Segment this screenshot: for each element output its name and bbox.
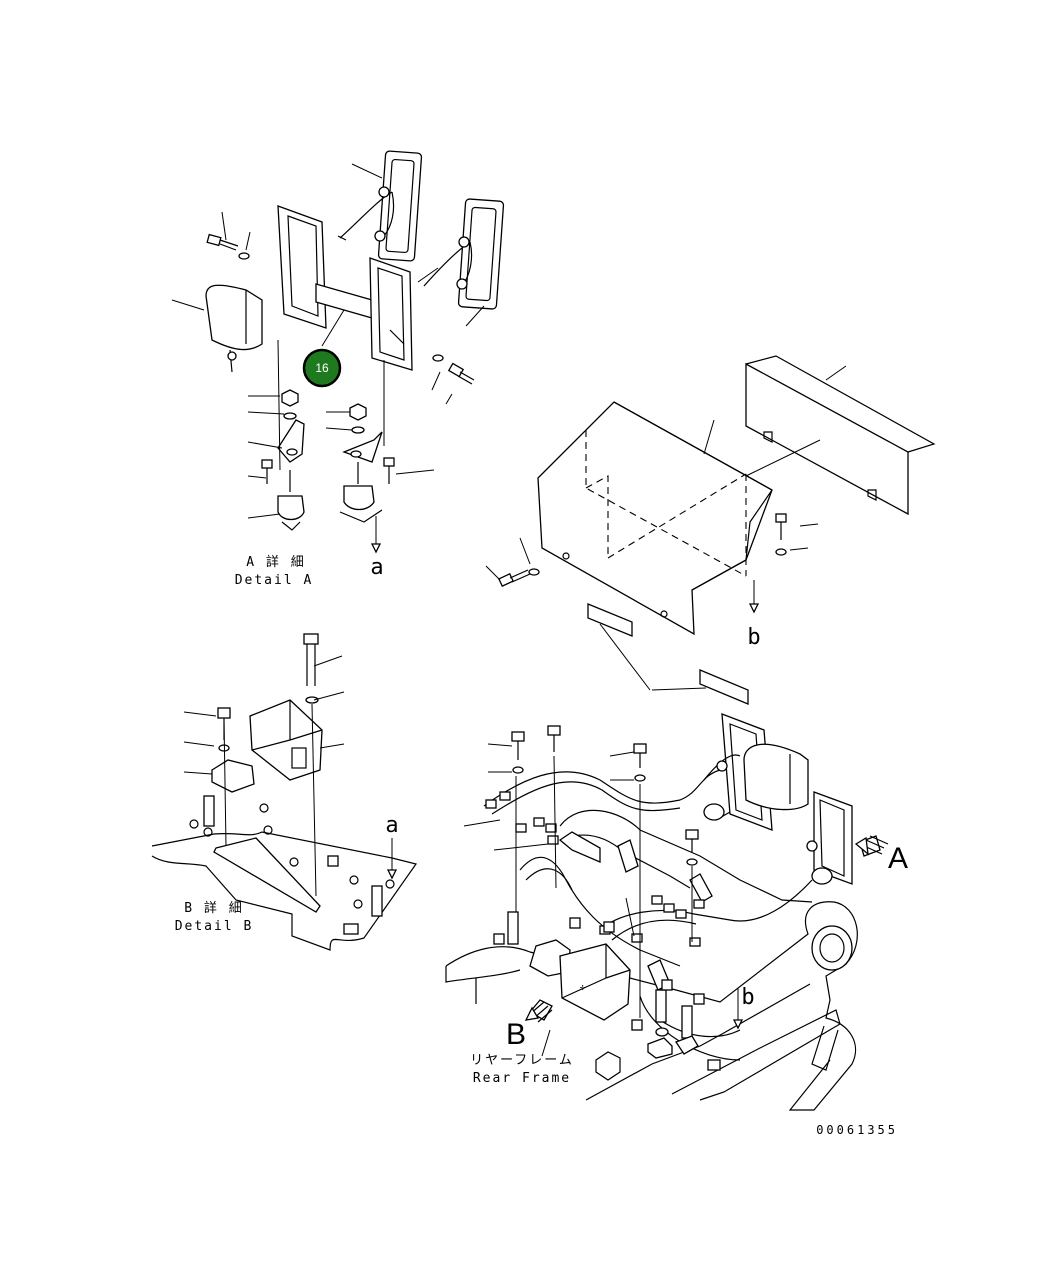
rear-frame-label-jp: リヤーフレーム <box>470 1053 574 1068</box>
mount-stack-left <box>261 389 305 531</box>
leader-lines-b <box>183 655 398 897</box>
detail-b-arrow-label: a <box>385 813 398 838</box>
callout-circle <box>302 348 342 388</box>
control-box-b <box>249 699 323 781</box>
detail-b-title-jp: B 詳 細 <box>184 900 243 916</box>
detail-a-title-en: Detail A <box>235 573 314 588</box>
detail-a-arrow-label: a <box>370 555 383 580</box>
connectors-cluster <box>485 791 705 977</box>
leader-lines-cover <box>485 365 847 691</box>
detail-b-group: a B 詳 細 Detail B <box>151 633 417 951</box>
long-bolt-b <box>303 633 319 704</box>
assembly-arrow-label: b <box>741 985 754 1010</box>
bolts-assembly <box>493 725 721 1071</box>
callout-16[interactable]: 16 <box>302 348 342 388</box>
detail-a-title-jp: A 詳 細 <box>246 554 305 570</box>
view-arrow-a <box>854 835 889 857</box>
leader-lines-a <box>171 163 485 554</box>
work-lamp <box>205 284 263 373</box>
insulation-pad <box>745 355 936 516</box>
mount-stack-right <box>339 403 395 523</box>
svg-text:✢: ✢ <box>580 983 586 993</box>
lamp-bracket-left <box>277 205 373 329</box>
lamp-assembly-mounted <box>703 713 853 885</box>
cover-group: b <box>485 355 936 705</box>
rear-frame-label-en: Rear Frame <box>473 1071 571 1086</box>
bolt-and-washer-a1 <box>206 233 250 260</box>
rear-frame-outline <box>445 901 858 1111</box>
cover-fasteners <box>498 513 787 588</box>
view-b-label: B <box>506 1018 526 1051</box>
detail-b-title-en: Detail B <box>175 919 254 934</box>
cover-strips <box>587 603 749 705</box>
rear-lamp-housing-1 <box>337 150 423 262</box>
control-box-mounted: ✢ <box>559 943 631 1021</box>
detail-a-group: 16 a A 詳 細 Detail A <box>171 150 505 588</box>
view-arrow-b <box>524 999 553 1023</box>
cover-arrow-label: b <box>747 625 760 650</box>
bolt-and-washer-a2 <box>432 354 475 385</box>
rear-frame-assembly: ✢ <box>445 713 908 1111</box>
drawing-number: 00061355 <box>816 1123 898 1137</box>
relay-b <box>211 707 255 793</box>
view-a-label: A <box>888 842 908 875</box>
rear-lamp-housing-2 <box>423 198 505 310</box>
callout-number: 16 <box>315 361 329 375</box>
leader-lines-assembly <box>463 743 744 1057</box>
posts-b <box>189 795 395 935</box>
lamp-bracket-right <box>369 257 413 371</box>
battery-cover <box>537 401 773 636</box>
